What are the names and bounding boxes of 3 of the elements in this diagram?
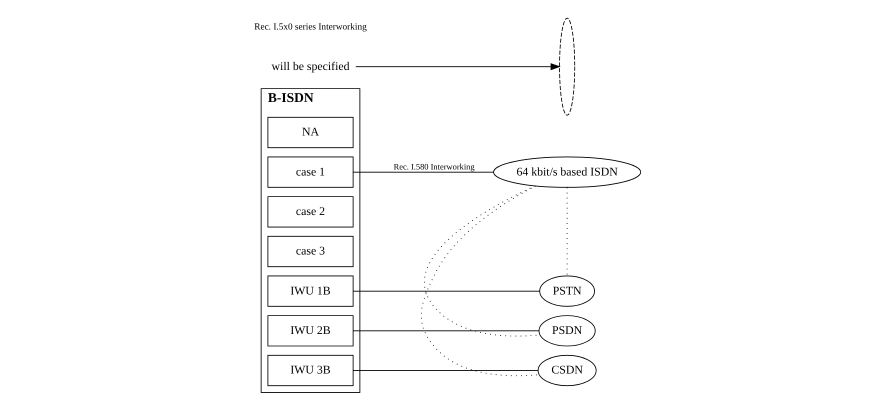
edge-label: Rec. I.580 Interworking: [393, 162, 474, 172]
label: Rec. I.5x0 series Interworking: [254, 22, 366, 32]
node-text: will be specified: [271, 58, 349, 73]
